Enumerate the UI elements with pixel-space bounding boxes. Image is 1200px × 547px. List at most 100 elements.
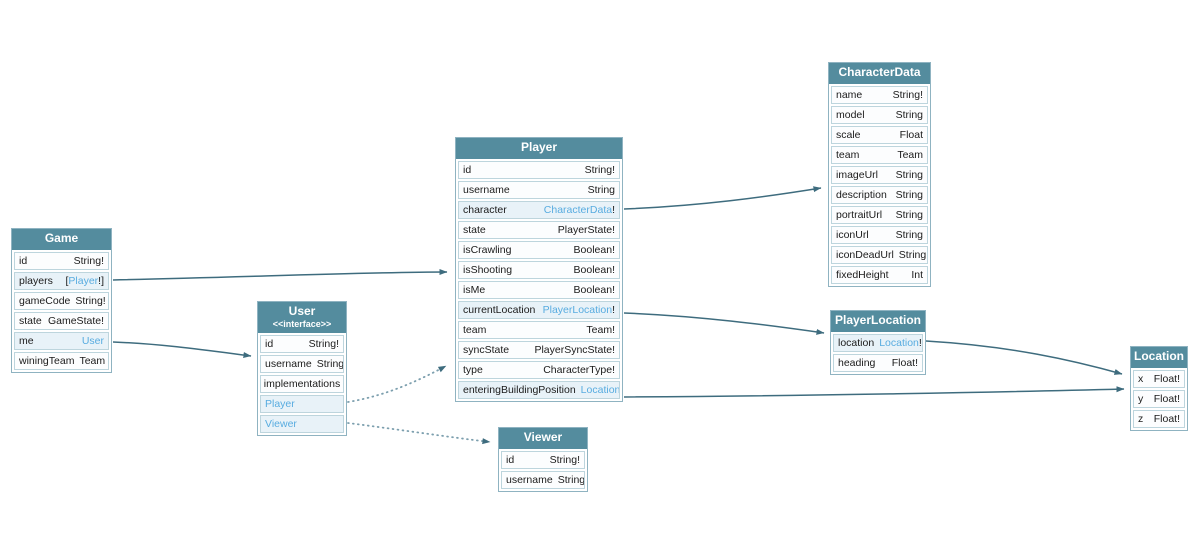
type-link[interactable]: PlayerLocation bbox=[542, 303, 613, 316]
type-title-player[interactable]: Player bbox=[456, 138, 622, 159]
field-row-characterdata-scale[interactable]: scale Float bbox=[831, 125, 928, 144]
edge-playerlocation-location-to-location bbox=[925, 340, 1123, 375]
field-name: team bbox=[463, 323, 487, 336]
type-link[interactable]: CharacterData bbox=[543, 203, 613, 216]
field-name: team bbox=[836, 148, 860, 161]
field-row-characterdata-description[interactable]: description String bbox=[831, 185, 928, 204]
field-row-user-implementations[interactable]: implementations bbox=[260, 375, 344, 394]
field-row-game-players[interactable]: players[Player!] bbox=[14, 271, 109, 290]
field-type: PlayerSyncState! bbox=[534, 343, 615, 356]
field-row-user-player[interactable]: Player bbox=[260, 395, 344, 414]
field-row-user-id[interactable]: id String! bbox=[260, 335, 344, 354]
field-type: Float! bbox=[1153, 412, 1180, 425]
field-type: Float! bbox=[891, 356, 918, 369]
field-type: Team bbox=[897, 148, 923, 161]
field-name: state bbox=[463, 223, 486, 236]
type-name-label: User bbox=[288, 304, 316, 318]
field-row-game-me[interactable]: me User bbox=[14, 331, 109, 350]
edge-game-me-to-user bbox=[112, 341, 252, 359]
field-name: scale bbox=[836, 128, 861, 141]
implementation-link[interactable]: Player bbox=[265, 398, 295, 411]
field-type: CharacterType! bbox=[543, 363, 615, 376]
field-type: CharacterData! bbox=[543, 203, 615, 216]
type-title-location[interactable]: Location bbox=[1131, 347, 1187, 368]
field-row-player-team[interactable]: team Team! bbox=[458, 320, 620, 339]
field-row-user-viewer[interactable]: Viewer bbox=[260, 415, 344, 434]
field-type: String! bbox=[75, 294, 106, 307]
field-name: location bbox=[838, 336, 875, 349]
type-title-playerlocation[interactable]: PlayerLocation bbox=[831, 311, 925, 332]
field-name: imageUrl bbox=[836, 168, 879, 181]
field-name: id bbox=[19, 254, 28, 267]
field-type: Boolean! bbox=[573, 243, 615, 256]
edge-game-players-to-player bbox=[112, 269, 448, 281]
field-row-player-syncstate[interactable]: syncState PlayerSyncState! bbox=[458, 340, 620, 359]
type-title-user[interactable]: User<<interface>> bbox=[258, 302, 346, 334]
type-link[interactable]: Location bbox=[580, 383, 620, 396]
type-link[interactable]: Player bbox=[68, 274, 99, 287]
type-name-label: Location bbox=[1134, 349, 1184, 363]
type-title-game[interactable]: Game bbox=[12, 229, 111, 250]
type-title-viewer[interactable]: Viewer bbox=[499, 428, 587, 449]
type-title-characterdata[interactable]: CharacterData bbox=[829, 63, 930, 84]
field-name: description bbox=[836, 188, 887, 201]
field-name: state bbox=[19, 314, 42, 327]
field-type: String bbox=[895, 188, 923, 201]
field-name: id bbox=[265, 338, 274, 351]
field-name: portraitUrl bbox=[836, 208, 883, 221]
field-name: model bbox=[836, 108, 865, 121]
edge-user-viewer-to-viewer bbox=[347, 422, 491, 445]
type-link[interactable]: User bbox=[81, 334, 104, 347]
field-type: Float bbox=[899, 128, 923, 141]
field-type: String! bbox=[584, 163, 615, 176]
field-row-player-enteringbuildingposition[interactable]: enteringBuildingPosition Location bbox=[458, 380, 620, 399]
field-row-characterdata-team[interactable]: team Team bbox=[831, 145, 928, 164]
field-type: String! bbox=[308, 338, 339, 351]
implementation-link[interactable]: Viewer bbox=[265, 418, 297, 431]
field-name: me bbox=[19, 334, 34, 347]
field-type: User bbox=[82, 333, 104, 349]
field-name: isShooting bbox=[463, 263, 513, 276]
field-name: enteringBuildingPosition bbox=[463, 383, 576, 396]
field-type: Team! bbox=[586, 323, 615, 336]
type-link[interactable]: Location bbox=[879, 336, 919, 349]
field-name: syncState bbox=[463, 343, 510, 356]
type-name-label: Player bbox=[520, 140, 558, 154]
